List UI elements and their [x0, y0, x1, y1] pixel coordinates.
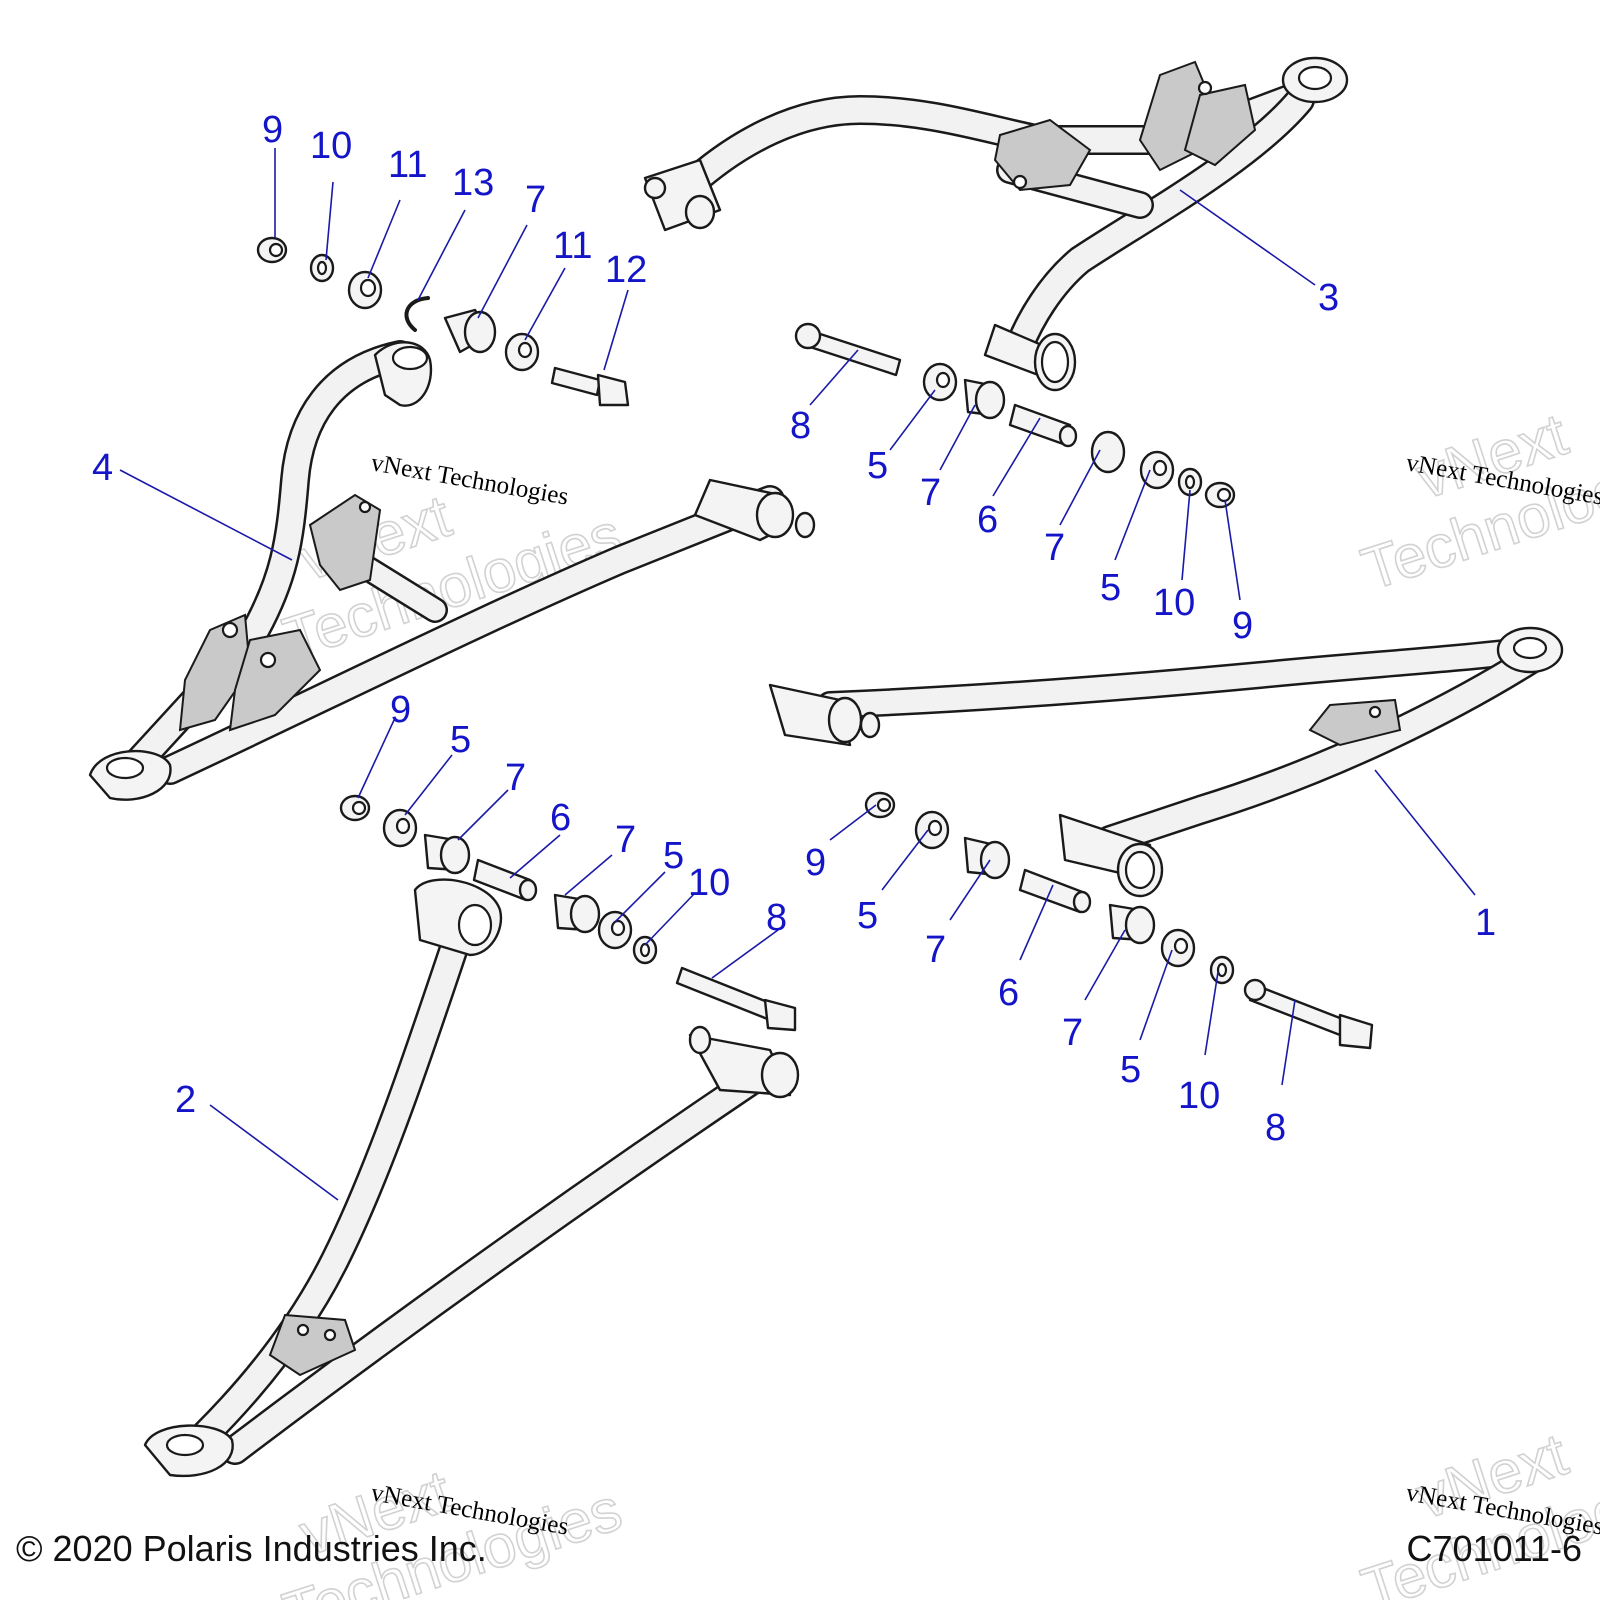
callout-8: 8	[1265, 1107, 1286, 1149]
callout-8: 8	[766, 897, 787, 939]
hardware-upper-left	[256, 236, 630, 407]
drawing-number: C701011-6	[1406, 1528, 1582, 1569]
callout-8: 8	[790, 405, 811, 447]
callout-13: 13	[452, 162, 494, 204]
callout-1: 1	[1475, 902, 1496, 944]
callout-7: 7	[925, 929, 946, 971]
callout-5: 5	[857, 895, 878, 937]
callout-12: 12	[605, 249, 647, 291]
callout-7: 7	[615, 819, 636, 861]
callout-4: 4	[92, 447, 113, 489]
callout-7: 7	[1062, 1012, 1083, 1054]
callout-3: 3	[1318, 277, 1339, 319]
callout-6: 6	[977, 499, 998, 541]
control-arm-4	[88, 340, 816, 801]
callout-5: 5	[867, 445, 888, 487]
callout-5: 5	[1100, 567, 1121, 609]
leader-lines	[119, 148, 1476, 1201]
callouts: 9 10 11 13 7 11 12 3 8 5 7 6 7 5 10 9 4 …	[92, 109, 1496, 1149]
callout-10: 10	[1153, 582, 1195, 624]
callout-6: 6	[550, 797, 571, 839]
callout-9: 9	[390, 689, 411, 731]
callout-7: 7	[920, 472, 941, 514]
callout-7: 7	[525, 179, 546, 221]
callout-10: 10	[310, 125, 352, 167]
callout-9: 9	[805, 842, 826, 884]
callout-9: 9	[1232, 605, 1253, 647]
copyright-notice: © 2020 Polaris Industries Inc.	[16, 1528, 487, 1569]
callout-5: 5	[663, 835, 684, 877]
callout-10: 10	[1178, 1075, 1220, 1117]
control-arm-3	[643, 56, 1349, 392]
hardware-lower-left	[339, 794, 797, 1032]
callout-11: 11	[388, 144, 427, 186]
callout-5: 5	[1120, 1049, 1141, 1091]
hardware-upper-right	[794, 322, 1236, 509]
callout-7: 7	[505, 757, 526, 799]
callout-5: 5	[450, 719, 471, 761]
control-arm-2	[143, 878, 800, 1478]
callout-6: 6	[998, 972, 1019, 1014]
callout-2: 2	[175, 1079, 196, 1121]
callout-9: 9	[262, 109, 283, 151]
callout-7: 7	[1044, 527, 1065, 569]
callout-10: 10	[688, 862, 730, 904]
callout-11: 11	[553, 225, 592, 267]
control-arm-1	[768, 626, 1564, 898]
